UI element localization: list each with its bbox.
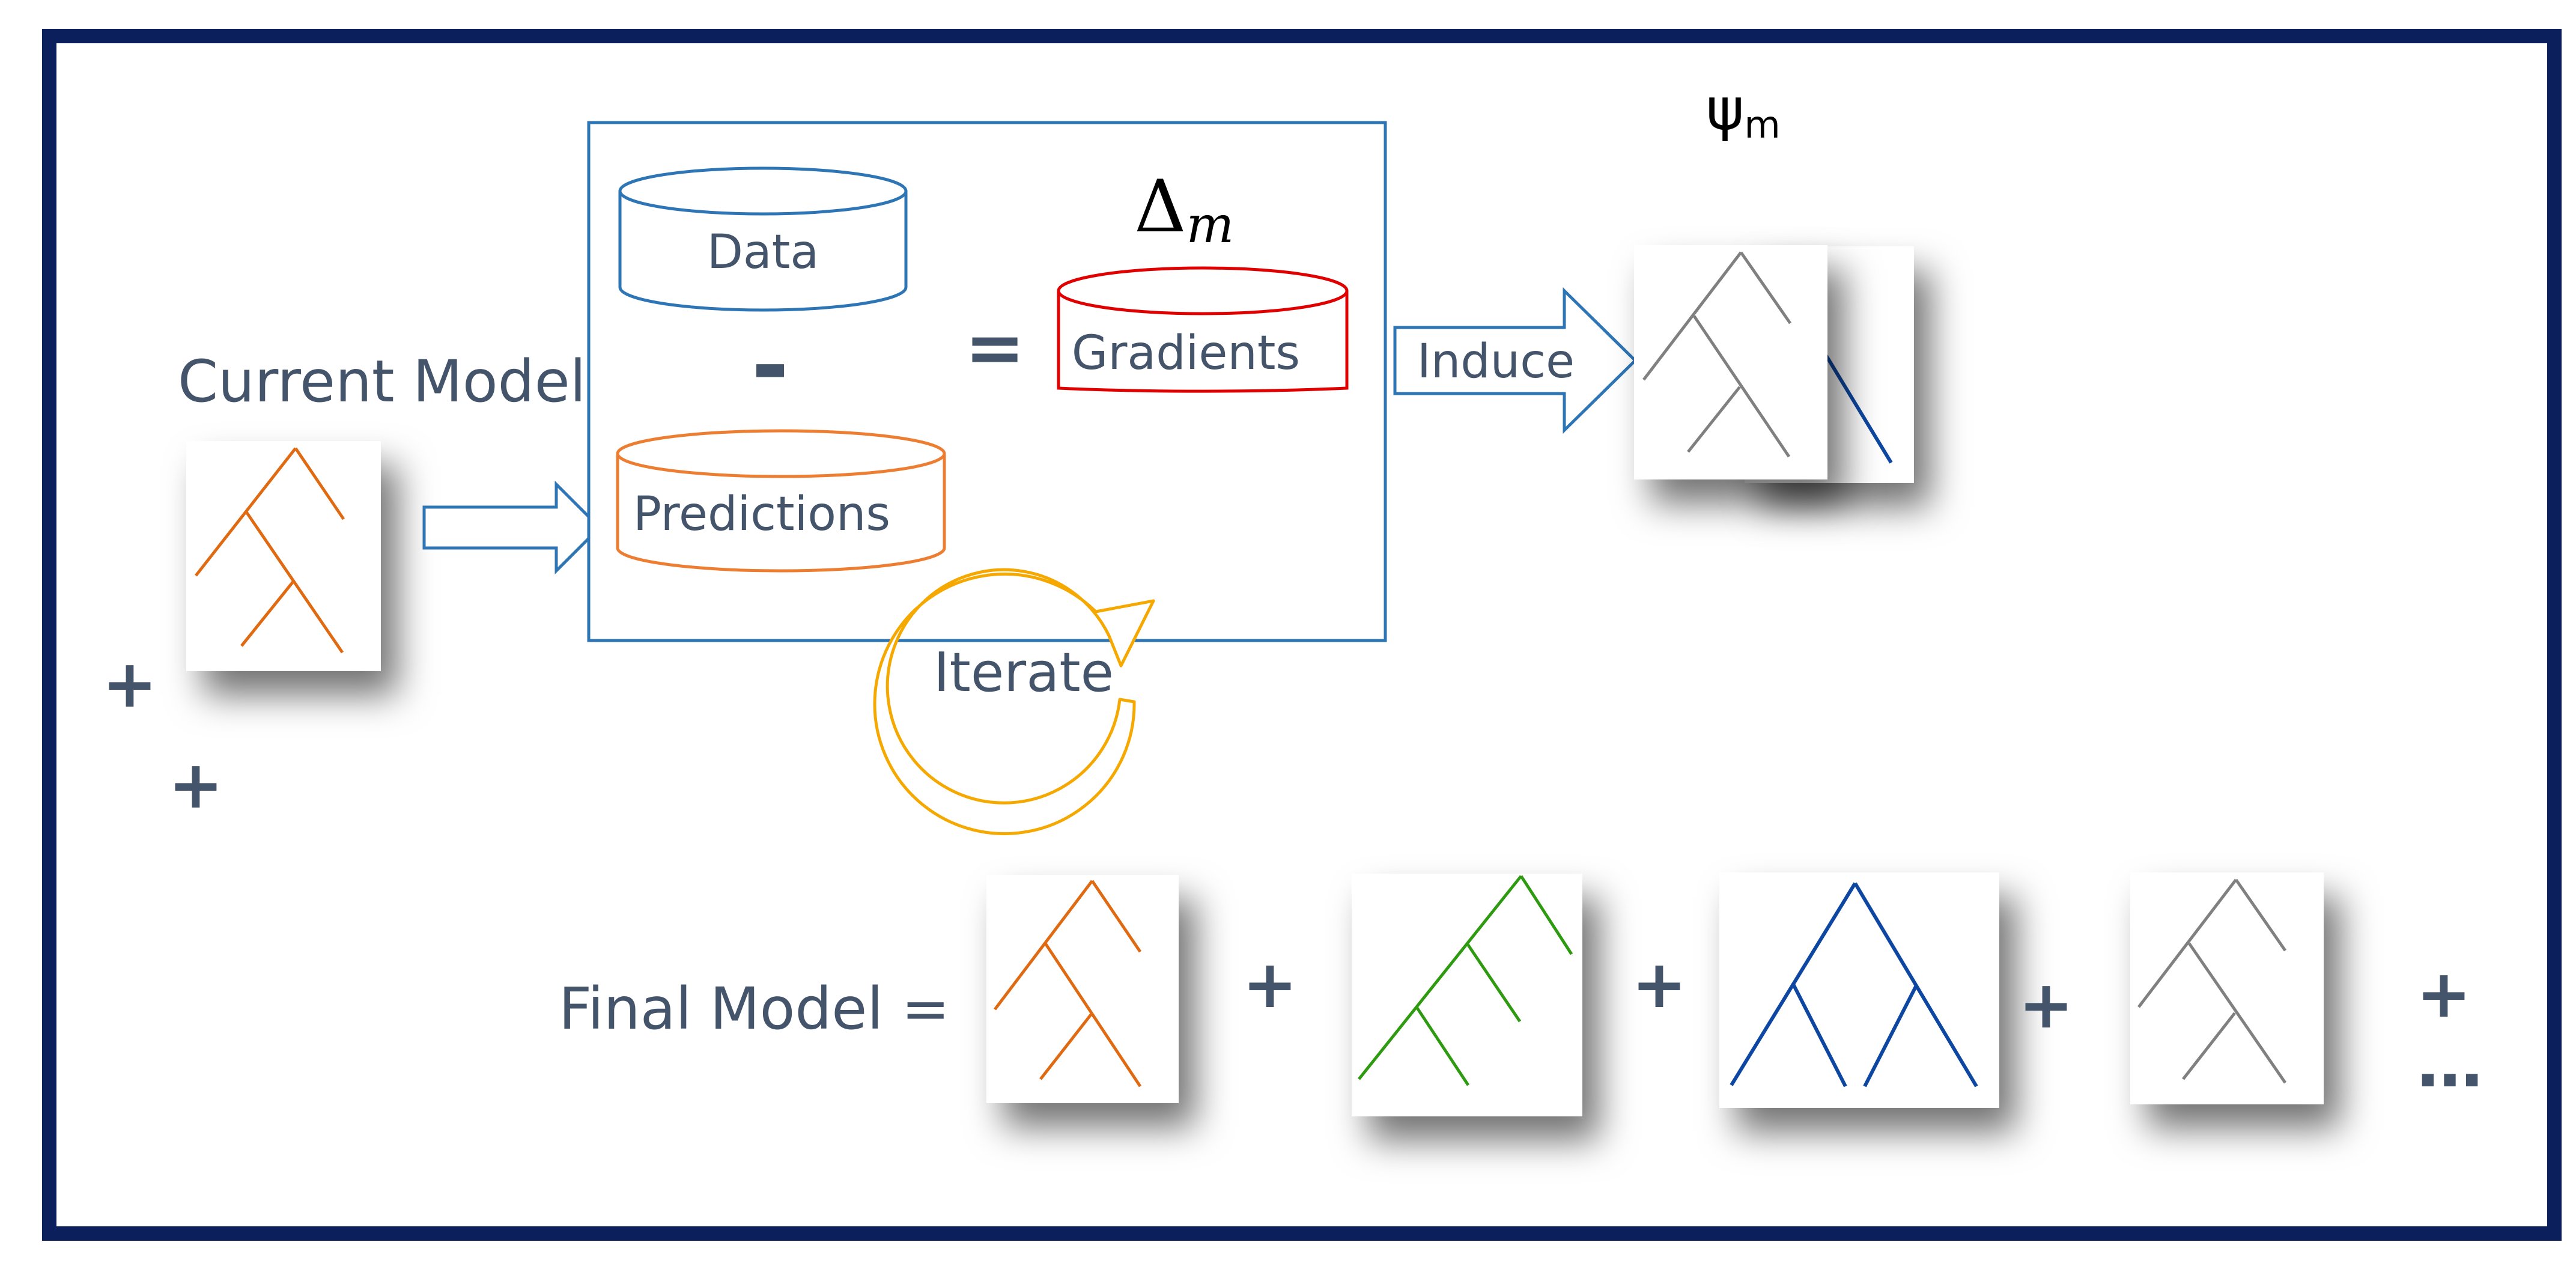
final-tree-4 [2130,872,2324,1104]
current-model-tree-branches [195,447,345,654]
predictions-label: Predictions [633,487,890,541]
induce-label: Induce [1417,335,1575,389]
delta-symbol: Δm [1134,165,1234,254]
final-plus-2: + [1632,946,1687,1023]
current-model-tree [186,441,381,671]
psi-subscript: m [1744,103,1780,147]
equals-sign: = [965,306,1025,390]
data-label: Data [707,225,819,279]
psi-glyph: ψ [1706,76,1744,143]
iterate-label: Iterate [934,641,1114,704]
iterate-loop-arrow [873,568,1155,835]
psi-back-tree-branch [1824,355,1893,464]
predictions-cylinder [616,429,946,573]
plus-sign-left-2: + [168,746,223,823]
final-tree-3 [1719,872,1999,1108]
final-tree-2-branches [1358,875,1573,1086]
final-tree-4-branches [2137,878,2287,1084]
minus-sign: - [752,314,789,418]
delta-glyph: Δ [1134,165,1186,249]
psi-front-tree-branches [1642,251,1792,458]
final-model-label: Final Model = [559,975,950,1042]
final-tree-3-branches [1730,882,1978,1088]
final-tree-1 [986,875,1179,1103]
current-model-arrow [422,480,602,575]
final-plus-1: + [1242,946,1298,1023]
gradients-label: Gradients [1072,326,1300,380]
plus-sign-left-1: + [102,645,157,722]
current-model-label: Current Model [178,348,586,415]
delta-subscript: m [1186,195,1235,254]
psi-front-tree [1634,245,1827,479]
final-tree-1-branches [994,880,1142,1088]
final-tree-2 [1352,874,1582,1116]
final-plus-3: + [2019,966,2074,1043]
data-cylinder [618,166,908,312]
final-ellipsis: … [2417,1025,2483,1102]
psi-symbol: ψm [1706,76,1781,147]
induce-arrow [1393,287,1638,434]
final-plus-4: + [2416,955,2471,1032]
gradients-cylinder [1057,266,1349,393]
